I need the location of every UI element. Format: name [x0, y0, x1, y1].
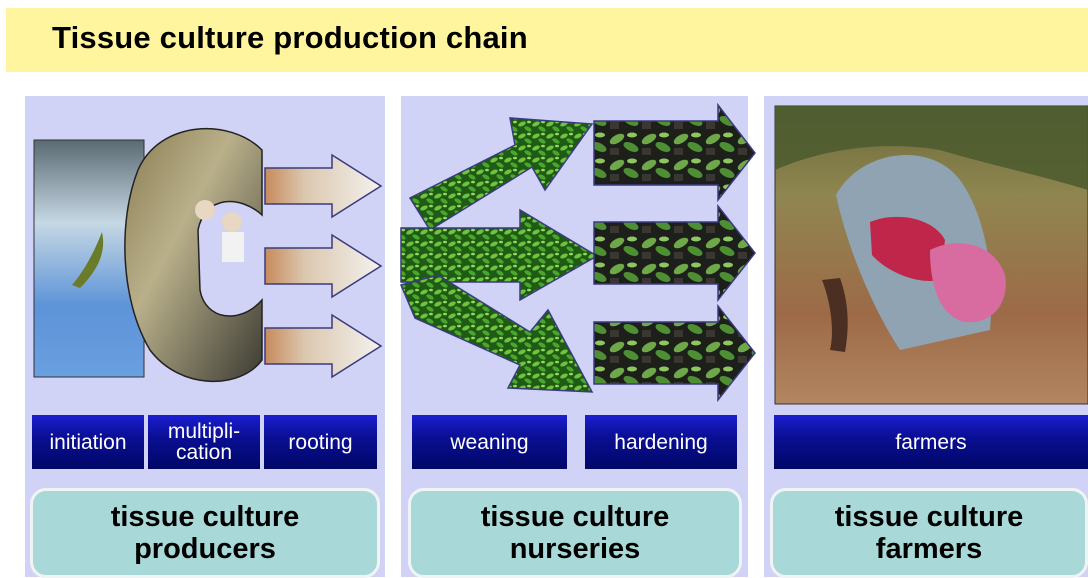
- group-farmers-line2: farmers: [876, 533, 982, 565]
- stage-initiation-label: initiation: [49, 432, 126, 453]
- group-farmers: tissue culture farmers: [770, 488, 1088, 578]
- group-nurseries-line2: nurseries: [510, 533, 641, 565]
- hardening-arrows: [594, 105, 755, 400]
- stage-hardening-label: hardening: [614, 432, 707, 453]
- stage-rooting: rooting: [264, 415, 377, 469]
- stage-multiplication-label-line2: cation: [176, 442, 232, 463]
- stage-multiplication: multipli- cation: [148, 415, 260, 469]
- weaning-arrows: [401, 118, 597, 392]
- stage-weaning-label: weaning: [450, 432, 528, 453]
- stage-farmers-label: farmers: [895, 432, 966, 453]
- stage-farmers: farmers: [774, 415, 1088, 469]
- stage-hardening: hardening: [585, 415, 737, 469]
- group-nurseries-line1: tissue culture: [481, 501, 670, 533]
- group-nurseries: tissue culture nurseries: [408, 488, 742, 578]
- stage-weaning: weaning: [412, 415, 567, 469]
- rooting-arrows: [265, 155, 381, 377]
- group-producers-line2: producers: [134, 533, 276, 565]
- group-producers: tissue culture producers: [30, 488, 380, 578]
- stage-multiplication-label-line1: multipli-: [168, 421, 240, 442]
- stage-initiation: initiation: [32, 415, 144, 469]
- stage-rooting-label: rooting: [288, 432, 352, 453]
- group-producers-line1: tissue culture: [111, 501, 300, 533]
- group-farmers-line1: tissue culture: [835, 501, 1024, 533]
